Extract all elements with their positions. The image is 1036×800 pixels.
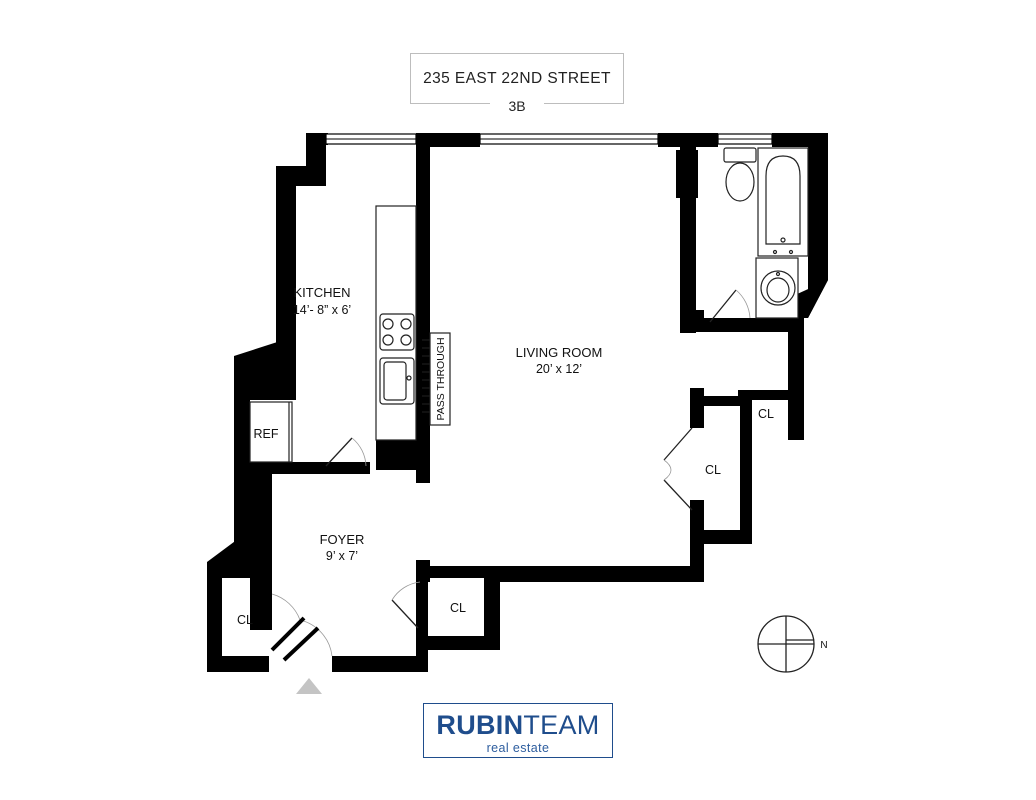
- entry-marker-icon: [296, 678, 322, 694]
- logo-tagline: real estate: [486, 741, 550, 755]
- wall-segment: [332, 656, 428, 672]
- kitchen-door: [325, 437, 353, 467]
- wall-segment: [738, 390, 804, 400]
- wall-segment: [262, 578, 272, 626]
- foyer-name: FOYER: [320, 532, 365, 547]
- wall-segment: [416, 566, 428, 672]
- toilet-tank: [723, 147, 757, 163]
- wall-segment: [250, 462, 370, 474]
- closet-door: [663, 427, 693, 461]
- refrigerator: [249, 401, 293, 463]
- bathtub-basin: [765, 155, 801, 245]
- wall-segment: [306, 133, 328, 145]
- wall-segment: [420, 566, 500, 578]
- doors: [271, 289, 751, 657]
- walls: [207, 133, 828, 672]
- wall-segment: [416, 133, 480, 147]
- logo-wordmark: RUBINTEAM: [424, 710, 612, 740]
- wall-segment: [207, 656, 269, 672]
- sink-basin: [383, 361, 407, 401]
- wall-segment: [690, 396, 740, 406]
- sink-icon: [379, 357, 415, 405]
- wall-segment: [696, 318, 796, 332]
- toilet-icon: [725, 162, 755, 202]
- closet-label: CL: [758, 407, 774, 421]
- kitchen-dims: 14’- 8” x 6’: [293, 303, 351, 317]
- entry-doors: [270, 616, 320, 662]
- foyer-dims: 9’ x 7’: [326, 549, 358, 563]
- wall-segment: [740, 396, 752, 532]
- pass-through-box: [429, 332, 451, 426]
- logo-name-bold: RUBIN: [436, 710, 524, 740]
- compass-icon: [757, 615, 815, 673]
- wall-segment: [690, 530, 752, 544]
- kitchen-fixtures: [249, 205, 451, 463]
- burner-icon: [382, 334, 394, 346]
- kitchen-counter: [375, 205, 417, 441]
- unit-number: 3B: [490, 97, 544, 115]
- wall-segment: [207, 530, 250, 668]
- wall-segment: [690, 310, 704, 326]
- wall-segment: [788, 300, 804, 440]
- ref-label: REF: [254, 427, 279, 441]
- closet-label: CL: [237, 613, 253, 627]
- wall-segment: [808, 133, 828, 318]
- burner-icon: [400, 318, 412, 330]
- wall-segment: [484, 566, 500, 650]
- wall-segment: [416, 133, 430, 483]
- bath-fixtures: [723, 147, 809, 319]
- faucet-icon: [406, 375, 412, 381]
- pass-through-stools: [422, 339, 430, 413]
- drain-icon: [780, 237, 786, 243]
- closet-door: [391, 599, 419, 629]
- living-room-name: LIVING ROOM: [516, 345, 603, 360]
- north-label: N: [820, 640, 827, 651]
- rubin-team-logo: RUBINTEAM real estate: [423, 703, 613, 758]
- closet-left-door: [270, 616, 306, 652]
- wall-segment: [676, 150, 698, 198]
- wall-segment: [234, 356, 250, 562]
- closet-label: CL: [450, 601, 466, 615]
- closet-door: [663, 479, 693, 511]
- wall-segment: [276, 166, 296, 344]
- entry-door: [282, 626, 320, 662]
- stove-icon: [379, 313, 415, 351]
- wall-segment: [690, 388, 704, 428]
- address-box: 235 EAST 22ND STREET: [410, 53, 624, 104]
- burner-icon: [400, 334, 412, 346]
- closet-label: CL: [705, 463, 721, 477]
- pass-through-label: PASS THROUGH: [435, 337, 447, 420]
- living-room-dims: 20’ x 12’: [536, 362, 582, 376]
- address-title: 235 EAST 22ND STREET: [423, 70, 611, 87]
- kitchen-name: KITCHEN: [293, 285, 350, 300]
- wall-segment: [420, 636, 500, 650]
- wall-segment: [376, 440, 430, 470]
- logo-name-light: TEAM: [523, 710, 600, 740]
- burner-icon: [382, 318, 394, 330]
- wall-segment: [416, 560, 430, 582]
- bath-door: [709, 289, 737, 323]
- wall-segment: [500, 566, 704, 582]
